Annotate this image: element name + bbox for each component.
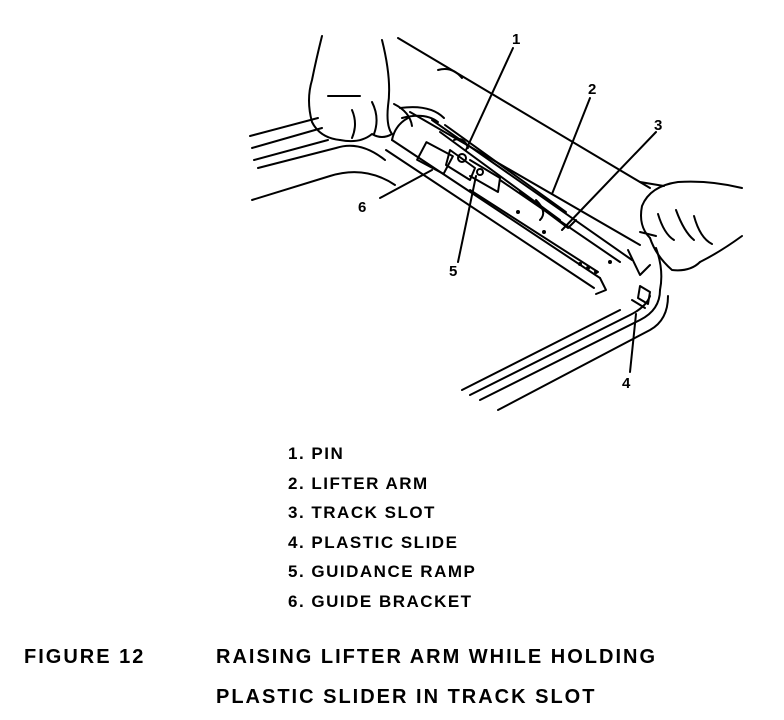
leader-6 bbox=[379, 169, 433, 199]
callout-2: 2 bbox=[588, 81, 596, 98]
callout-4: 4 bbox=[622, 375, 631, 392]
leader-4 bbox=[629, 313, 637, 373]
legend-item-guidance-ramp: 5. GUIDANCE RAMP bbox=[288, 562, 477, 581]
legend-item-plastic-slide: 4. PLASTIC SLIDE bbox=[288, 532, 459, 552]
callout-5: 5 bbox=[449, 263, 457, 280]
callout-1: 1 bbox=[512, 31, 520, 48]
lifter-arm-illustration: 1 2 3 4 5 6 bbox=[249, 31, 743, 411]
callout-6: 6 bbox=[358, 199, 366, 216]
figure-caption-line-1: RAISING LIFTER ARM WHILE HOLDING bbox=[216, 646, 658, 668]
guide-bracket bbox=[416, 138, 501, 193]
right-hand bbox=[639, 180, 743, 272]
legend-item-track-slot: 3. TRACK SLOT bbox=[288, 503, 436, 522]
figure-number: FIGURE 12 bbox=[24, 646, 146, 668]
leader-1 bbox=[465, 47, 514, 151]
leader-2 bbox=[551, 97, 591, 195]
leader-5 bbox=[457, 175, 477, 263]
leader-3 bbox=[561, 131, 657, 231]
figure-caption-line-2: PLASTIC SLIDER IN TRACK SLOT bbox=[216, 686, 597, 708]
rivets bbox=[516, 210, 612, 274]
parts-legend: 1. PIN 2. LIFTER ARM 3. TRACK SLOT 4. PL… bbox=[288, 444, 476, 621]
callout-3: 3 bbox=[654, 117, 662, 134]
leader-lines bbox=[379, 47, 657, 373]
frame-rail-right bbox=[461, 247, 669, 411]
track-assembly bbox=[385, 106, 651, 295]
legend-item-lifter-arm: 2. LIFTER ARM bbox=[288, 473, 429, 493]
legend-item-pin: 1. PIN bbox=[288, 444, 345, 463]
frame-rail-left bbox=[249, 117, 396, 201]
glass-panel bbox=[397, 37, 665, 189]
plastic-slide bbox=[631, 285, 651, 309]
legend-item-guide-bracket: 6. GUIDE BRACKET bbox=[288, 591, 473, 611]
lifter-arm bbox=[439, 124, 577, 229]
left-hand bbox=[308, 35, 413, 143]
